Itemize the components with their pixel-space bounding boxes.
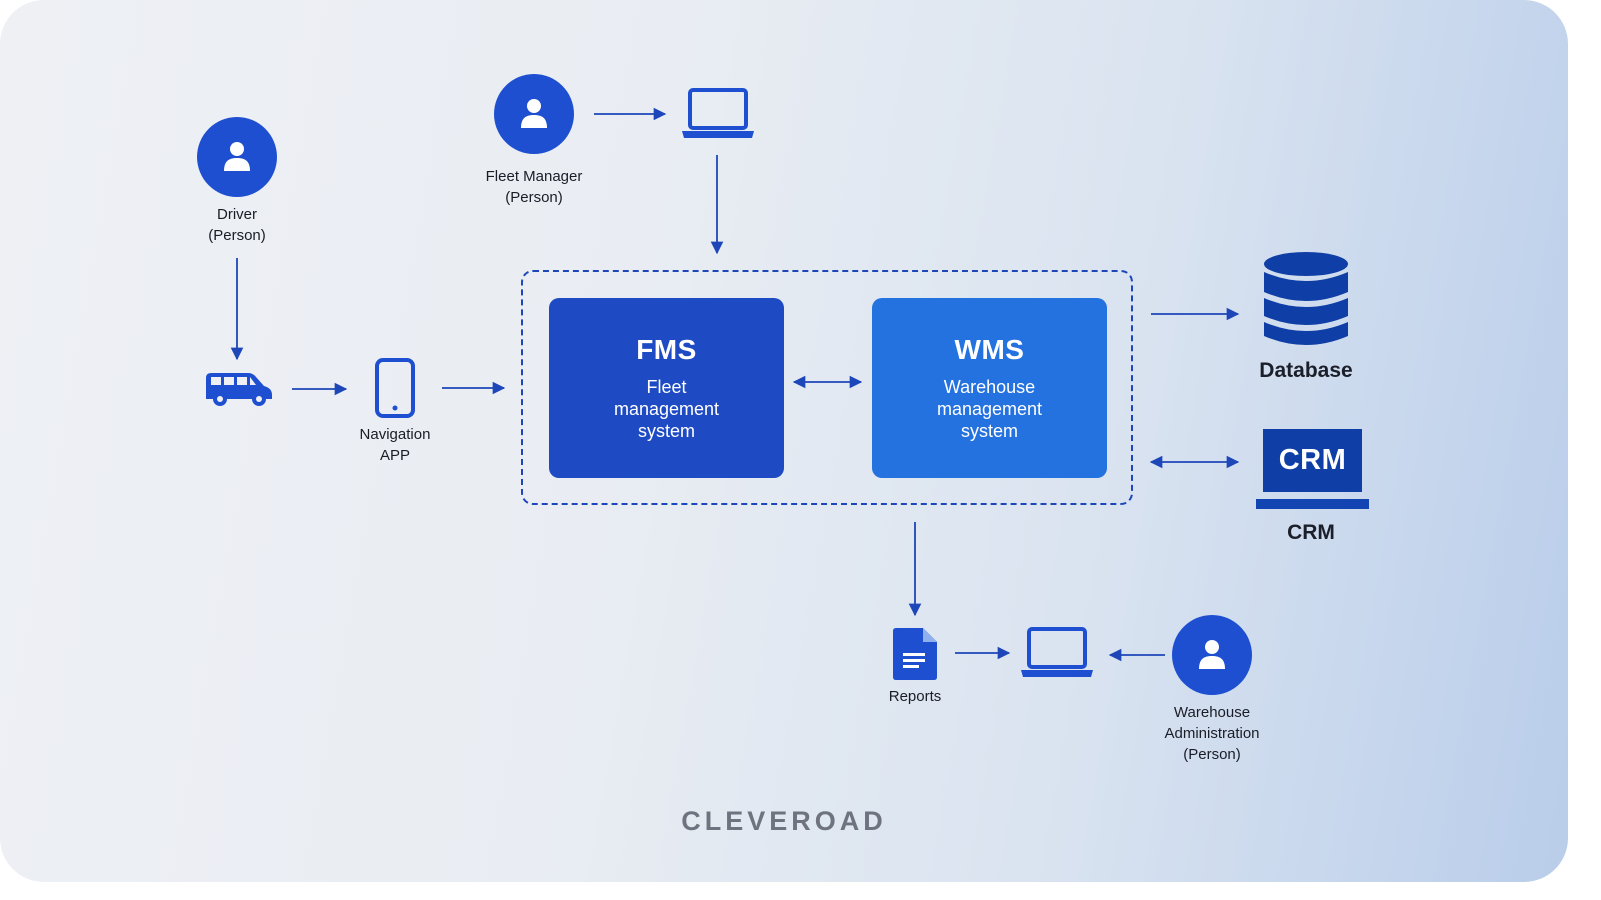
smartphone-icon <box>375 358 415 418</box>
fleet-manager-laptop-icon <box>682 88 754 138</box>
reports-document-icon <box>893 628 937 680</box>
database-label: Database <box>1259 359 1353 382</box>
navigation-app-label: Navigation APP <box>359 426 431 464</box>
database-icon <box>1264 252 1348 345</box>
crm-icon: CRM <box>1263 429 1362 492</box>
wms-title: WMS <box>954 334 1025 365</box>
van-icon <box>206 373 272 406</box>
fleet-manager-label: Fleet Manager (Person) <box>485 168 583 206</box>
fms-title: FMS <box>636 334 697 365</box>
driver-label: Driver (Person) <box>208 206 266 244</box>
driver-person-icon <box>197 117 277 197</box>
warehouse-admin-label: Warehouse Administration (Person) <box>1164 704 1260 763</box>
connectors <box>230 107 1240 662</box>
fleet-manager-person-icon <box>494 74 574 154</box>
crm-icon-base <box>1256 499 1369 509</box>
admin-laptop-icon <box>1021 627 1093 677</box>
diagram-canvas: Driver (Person) Fleet Manager (Person) N… <box>0 0 1568 882</box>
fms-box: FMS Fleet management system <box>549 298 784 478</box>
wms-box: WMS Warehouse management system <box>872 298 1107 478</box>
system-boundary <box>521 270 1133 505</box>
cleveroad-logo: CLEVEROAD <box>681 806 887 836</box>
crm-label: CRM <box>1287 521 1335 544</box>
reports-label: Reports <box>888 688 942 705</box>
warehouse-admin-person-icon <box>1172 615 1252 695</box>
